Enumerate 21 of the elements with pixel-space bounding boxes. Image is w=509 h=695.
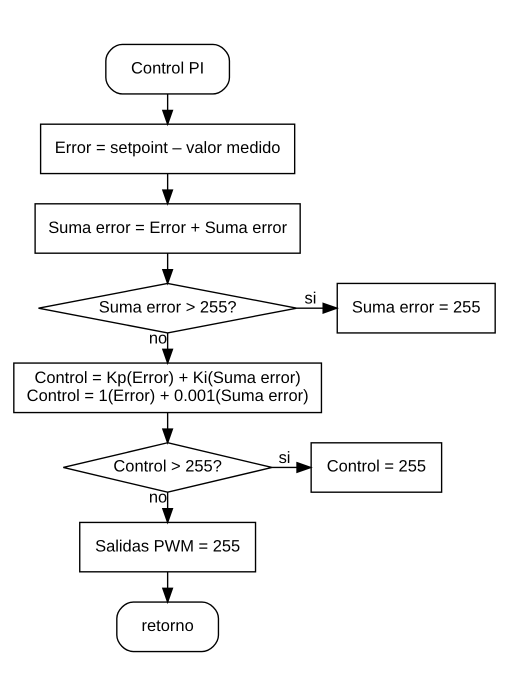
arrow — [162, 173, 174, 206]
node-box: retorno — [116, 600, 220, 652]
arrow — [162, 332, 174, 365]
node-box: Error = setpoint – valor medido — [40, 122, 296, 174]
node-diamond: Suma error > 255? — [38, 282, 298, 334]
node-box: Control = Kp(Error) + Ki(Suma error) Control = 1(Error) + 0.001(Suma error) — [13, 362, 322, 413]
edge-label: si — [304, 289, 316, 308]
node-diamond: Control > 255? — [62, 442, 273, 492]
arrow — [162, 572, 174, 604]
arrow — [162, 252, 174, 286]
arrow — [162, 492, 174, 524]
arrow — [272, 461, 313, 473]
node-box: Control PI — [105, 43, 230, 94]
edge-label: si — [278, 448, 290, 466]
arrow — [162, 412, 174, 444]
node-box: Control = 255 — [310, 442, 442, 492]
node-box: Salidas PWM = 255 — [79, 521, 256, 572]
node-box: Suma error = 255 — [336, 282, 496, 334]
node-box: Suma error = Error + Suma error — [34, 202, 301, 254]
arrow — [162, 94, 174, 126]
arrow — [296, 302, 339, 314]
